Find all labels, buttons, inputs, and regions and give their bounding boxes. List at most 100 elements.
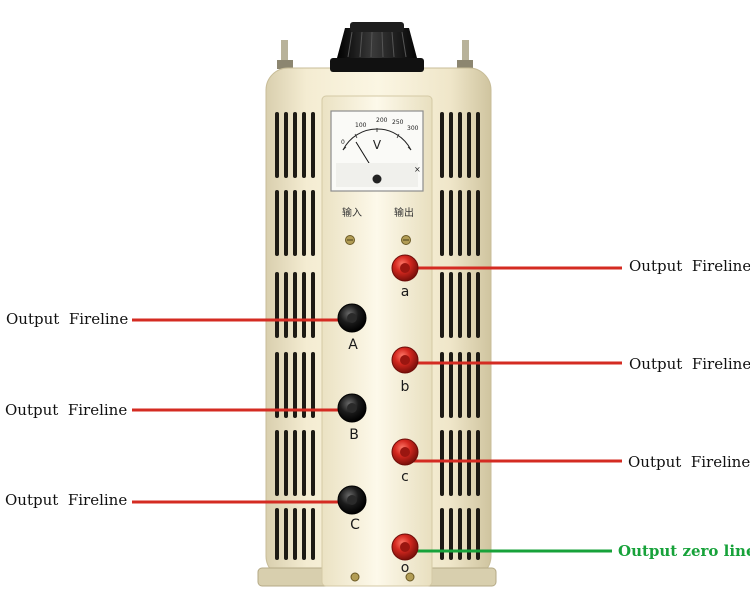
vent-slot (458, 352, 462, 418)
vent-slot (449, 272, 453, 338)
vent-slot (440, 112, 444, 178)
vent-slot (476, 190, 480, 256)
left-mount-bracket (277, 40, 293, 72)
vent-slot (440, 272, 444, 338)
vent-slot (284, 112, 288, 178)
meter-scale-label: 200 (376, 117, 388, 124)
vent-slot (293, 272, 297, 338)
vent-slot (293, 190, 297, 256)
terminal-label-A: A (348, 337, 358, 353)
vent-slot (458, 272, 462, 338)
vent-slot (311, 272, 315, 338)
vent-slot (284, 430, 288, 496)
terminal-o-red[interactable] (391, 533, 419, 561)
vent-slot (476, 112, 480, 178)
callout-text-left-C: Output Fireline (5, 491, 127, 509)
vent-slot (293, 508, 297, 560)
vent-slot (476, 272, 480, 338)
vent-slot (311, 430, 315, 496)
vent-slot (449, 352, 453, 418)
callout-text-left-A: Output Fireline (6, 310, 128, 328)
voltmeter-unit-label: V (373, 138, 382, 152)
right-vent-slots (440, 112, 480, 560)
vent-slot (449, 430, 453, 496)
terminal-A-black[interactable] (337, 303, 367, 333)
vent-slot (302, 272, 306, 338)
terminal-label-c: c (401, 469, 409, 485)
vent-slot (293, 430, 297, 496)
vent-slot (284, 352, 288, 418)
left-vent-slots (275, 112, 315, 560)
adjustment-knob-icon[interactable] (330, 22, 424, 72)
callout-text-right-b: Output Fireline (629, 355, 750, 373)
vent-slot (449, 190, 453, 256)
callout-text-zero-line: Output zero line (618, 542, 750, 560)
terminal-label-a: a (401, 284, 410, 300)
vent-slot (302, 430, 306, 496)
vent-slot (284, 508, 288, 560)
terminal-b-red[interactable] (391, 346, 419, 374)
terminal-C-black[interactable] (337, 485, 367, 515)
vent-slot (467, 272, 471, 338)
meter-scale-label: 250 (392, 119, 404, 126)
vent-slot (302, 190, 306, 256)
meter-corner-mark: × (414, 165, 421, 174)
vent-slot (467, 508, 471, 560)
vent-slot (458, 112, 462, 178)
vent-slot (275, 352, 279, 418)
right-mount-bracket (457, 40, 473, 72)
vent-slot (284, 190, 288, 256)
terminal-c-red[interactable] (391, 438, 419, 466)
callout-text-left-B: Output Fireline (5, 401, 127, 419)
vent-slot (311, 508, 315, 560)
terminal-label-B: B (349, 427, 359, 443)
vent-slot (311, 352, 315, 418)
vent-slot (467, 352, 471, 418)
meter-zero-adjust-screw-icon[interactable] (372, 174, 382, 184)
callout-text-right-a: Output Fireline (629, 257, 750, 275)
vent-slot (458, 430, 462, 496)
vent-slot (302, 508, 306, 560)
terminal-a-red[interactable] (391, 254, 419, 282)
vent-slot (449, 508, 453, 560)
vent-slot (284, 272, 288, 338)
vent-slot (275, 112, 279, 178)
vent-slot (440, 190, 444, 256)
vent-slot (467, 430, 471, 496)
vent-slot (476, 430, 480, 496)
meter-scale-label: 0 (341, 139, 345, 146)
input-panel-label: 输入 (342, 206, 362, 219)
ground-screw-left-icon (345, 235, 355, 245)
vent-slot (467, 112, 471, 178)
terminal-label-o: o (401, 560, 410, 576)
terminal-B-black[interactable] (337, 393, 367, 423)
vent-slot (467, 190, 471, 256)
vent-slot (476, 352, 480, 418)
vent-slot (440, 430, 444, 496)
vent-slot (311, 112, 315, 178)
vent-slot (458, 508, 462, 560)
vent-slot (440, 508, 444, 560)
vent-slot (275, 430, 279, 496)
vent-slot (458, 190, 462, 256)
output-panel-label: 输出 (394, 206, 414, 219)
vent-slot (275, 190, 279, 256)
terminal-label-C: C (350, 517, 360, 533)
vent-slot (476, 508, 480, 560)
ground-screw-right-icon (401, 235, 411, 245)
vent-slot (293, 352, 297, 418)
base-screw-icon (350, 572, 415, 582)
meter-scale-label: 300 (407, 125, 419, 132)
terminal-label-b: b (401, 379, 410, 395)
vent-slot (275, 272, 279, 338)
vent-slot (440, 352, 444, 418)
vent-slot (302, 352, 306, 418)
vent-slot (311, 190, 315, 256)
vent-slot (293, 112, 297, 178)
vent-slot (449, 112, 453, 178)
vent-slot (302, 112, 306, 178)
callout-text-right-c: Output Fireline (628, 453, 750, 471)
